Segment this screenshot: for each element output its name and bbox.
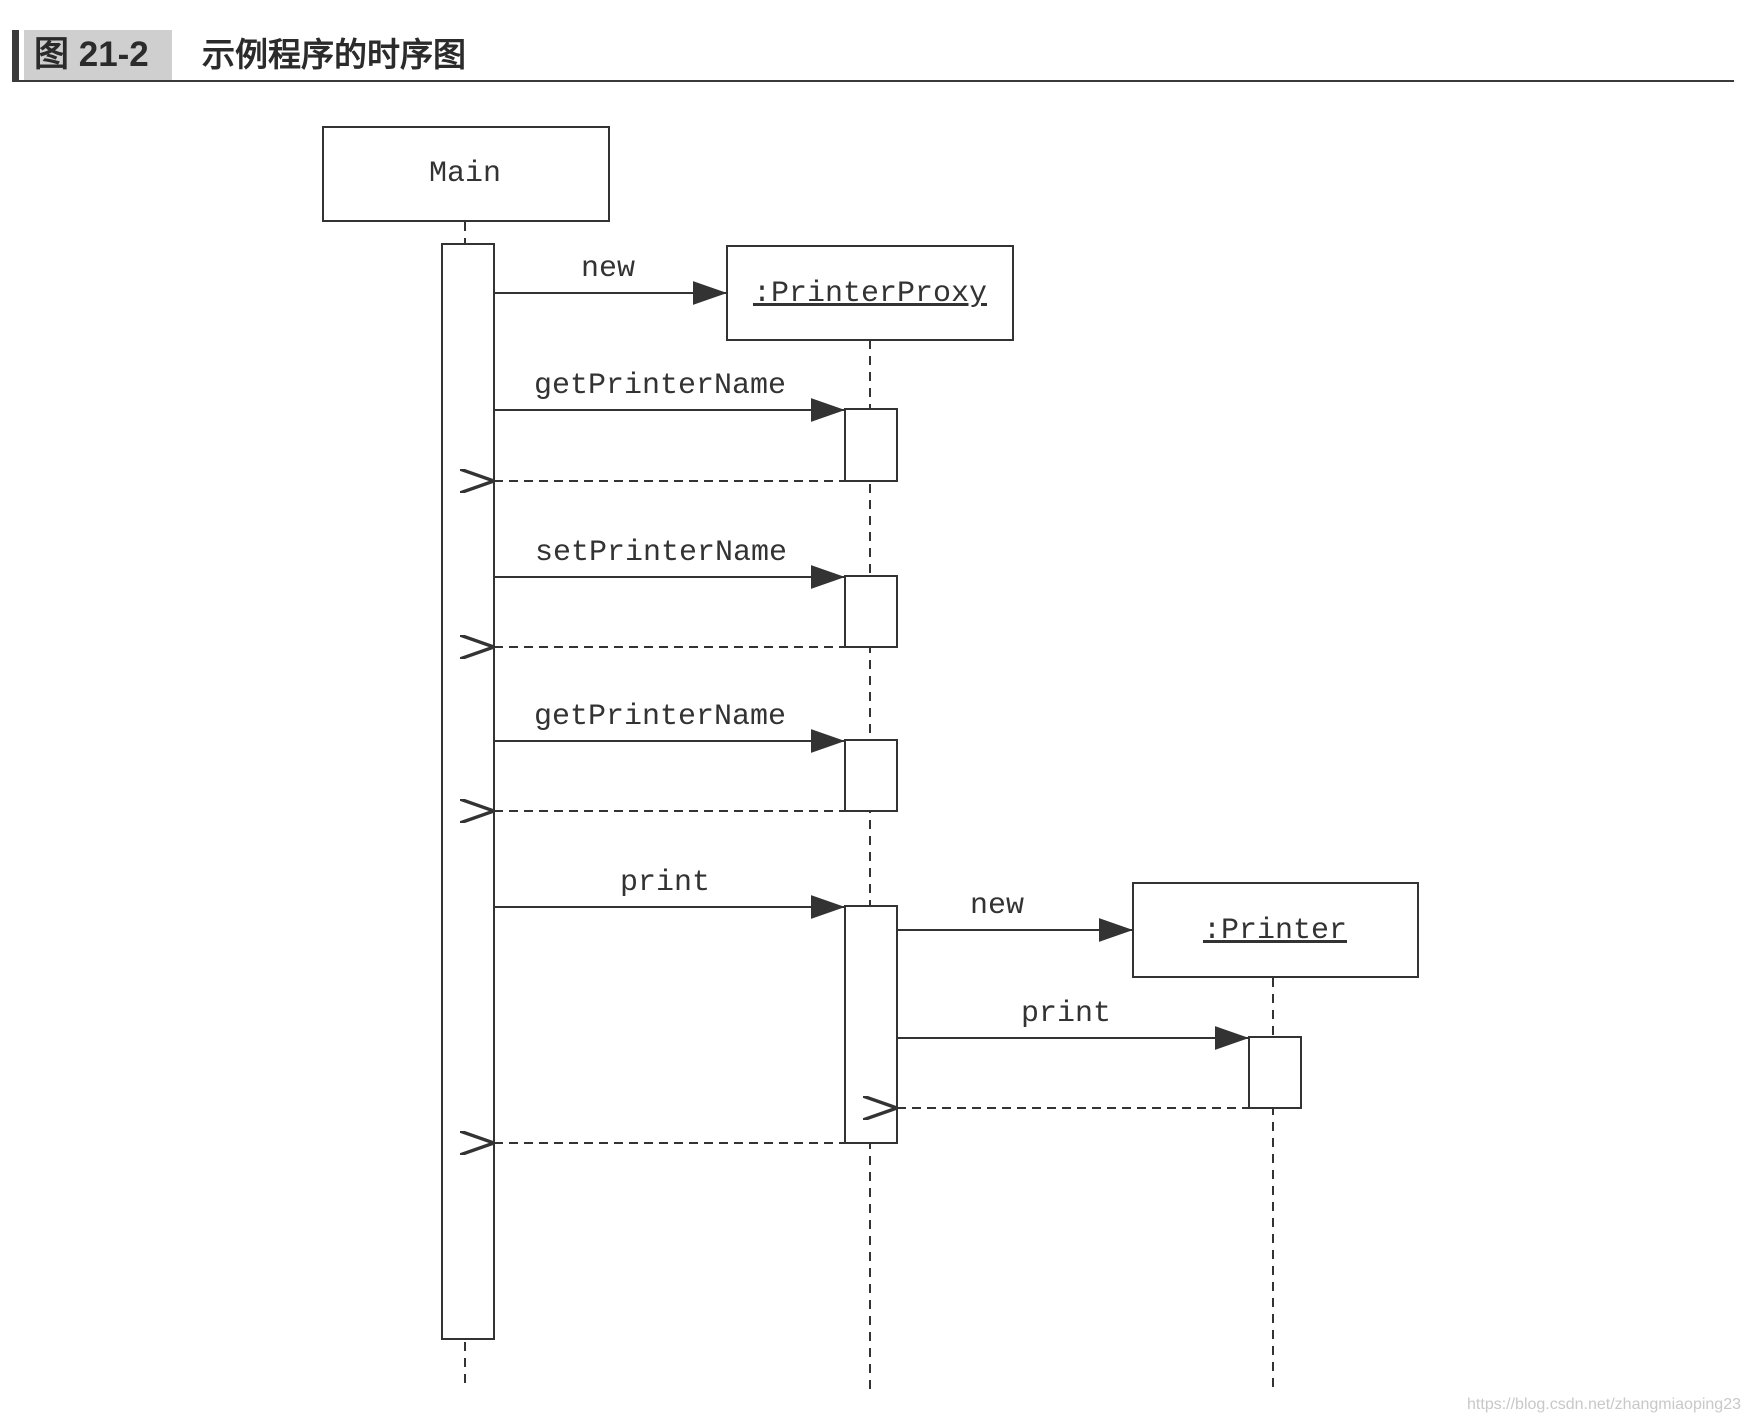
figure-accent-bar <box>12 30 19 80</box>
proxy-activation-get-1 <box>844 408 898 482</box>
proxy-activation-set <box>844 575 898 648</box>
main-activation <box>441 243 495 1340</box>
figure-title: 示例程序的时序图 <box>202 35 466 74</box>
msg-print-printer-label: print <box>1021 997 1111 1031</box>
main-box <box>322 126 610 222</box>
proxy-box <box>726 245 1014 341</box>
proxy-label: :PrinterProxy <box>753 277 987 311</box>
printer-activation-print <box>1248 1036 1302 1109</box>
printer-label: :Printer <box>1203 914 1347 948</box>
proxy-activation-print <box>844 905 898 1144</box>
msg-new-printer-label: new <box>970 889 1024 923</box>
main-label: Main <box>429 157 501 191</box>
msg-get-name-2-label: getPrinterName <box>534 700 786 734</box>
figure-header-rule <box>12 80 1734 82</box>
msg-new-proxy-label: new <box>581 252 635 286</box>
msg-get-name-1-label: getPrinterName <box>534 369 786 403</box>
figure-header: 图 21-2 示例程序的时序图 <box>12 30 1734 82</box>
msg-set-name-label: setPrinterName <box>535 536 787 570</box>
msg-print-proxy-label: print <box>620 866 710 900</box>
watermark: https://blog.csdn.net/zhangmiaoping23 <box>1467 1396 1741 1413</box>
figure-number: 图 21-2 <box>24 30 172 80</box>
proxy-activation-get-2 <box>844 739 898 812</box>
